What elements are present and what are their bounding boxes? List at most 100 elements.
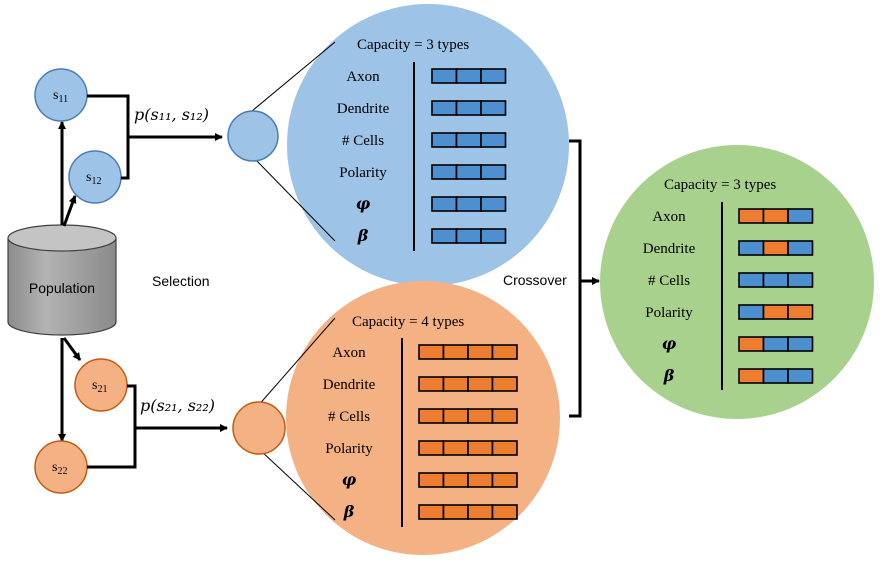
green-gene-cell-2-2 bbox=[787, 272, 814, 288]
parent-s21-label: s21 bbox=[92, 378, 107, 395]
green-gene-cell-3-2 bbox=[787, 304, 814, 320]
green-row-label-5: β bbox=[663, 366, 675, 385]
orange-capacity-title: Capacity = 4 types bbox=[352, 314, 464, 330]
orange-row-label-0: Axon bbox=[332, 345, 366, 361]
blue-row-label-0: Axon bbox=[346, 69, 380, 85]
orange-gene-cell-5-3 bbox=[491, 504, 518, 520]
green-row-label-0: Axon bbox=[652, 209, 686, 225]
blue-zoom-line-bottom bbox=[253, 157, 336, 242]
green-gene-cell-2-1 bbox=[762, 272, 789, 288]
orange-row-label-5: β bbox=[343, 502, 355, 521]
orange-gene-cell-4-2 bbox=[467, 472, 494, 488]
orange-gene-cell-2-1 bbox=[442, 408, 469, 424]
green-row-label-4: φ bbox=[662, 334, 677, 353]
orange-gene-cell-3-0 bbox=[418, 440, 445, 456]
orange-gene-cell-0-3 bbox=[491, 344, 518, 360]
blue-gene-cell-5-0 bbox=[431, 228, 458, 244]
orange-gene-cell-2-2 bbox=[467, 408, 494, 424]
orange-gene-cell-1-1 bbox=[442, 376, 469, 392]
orange-row-label-1: Dendrite bbox=[323, 377, 376, 393]
probability-blue-pair: p(s₁₁, s₁₂) bbox=[134, 105, 209, 124]
crossover-label: Crossover bbox=[503, 272, 567, 288]
orange-gene-cell-1-3 bbox=[491, 376, 518, 392]
orange-offspring-node bbox=[232, 401, 286, 455]
selection-label: Selection bbox=[152, 273, 210, 289]
green-gene-cell-1-2 bbox=[787, 240, 814, 256]
arrow-population-s21 bbox=[62, 337, 82, 361]
green-row-label-1: Dendrite bbox=[643, 241, 696, 257]
orange-row-label-3: Polarity bbox=[325, 441, 373, 457]
green-row-label-2: # Cells bbox=[648, 273, 690, 289]
green-row-label-3: Polarity bbox=[645, 305, 693, 321]
blue-offspring-node bbox=[227, 110, 279, 162]
blue-zoom-line-top bbox=[251, 41, 336, 112]
blue-gene-cell-2-2 bbox=[480, 132, 507, 148]
orange-gene-cell-4-3 bbox=[491, 472, 518, 488]
orange-gene-cell-3-3 bbox=[491, 440, 518, 456]
probability-orange-pair: p(s₂₁, s₂₂) bbox=[140, 396, 215, 415]
orange-gene-cell-2-3 bbox=[491, 408, 518, 424]
green-gene-cell-4-0 bbox=[738, 336, 765, 352]
blue-gene-cell-2-0 bbox=[431, 132, 458, 148]
blue-gene-cell-4-1 bbox=[455, 196, 482, 212]
orange-gene-cell-1-0 bbox=[418, 376, 445, 392]
blue-gene-cell-3-2 bbox=[480, 164, 507, 180]
arrow-population-s12 bbox=[62, 195, 77, 227]
orange-gene-cell-4-0 bbox=[418, 472, 445, 488]
blue-gene-cell-1-2 bbox=[480, 100, 507, 116]
orange-gene-cell-5-1 bbox=[442, 504, 469, 520]
green-gene-cell-4-2 bbox=[787, 336, 814, 352]
blue-gene-cell-4-0 bbox=[431, 196, 458, 212]
orange-gene-cell-5-2 bbox=[467, 504, 494, 520]
orange-gene-cell-0-1 bbox=[442, 344, 469, 360]
orange-row-label-4: φ bbox=[342, 470, 357, 489]
blue-gene-cell-4-2 bbox=[480, 196, 507, 212]
green-gene-cell-5-1 bbox=[762, 368, 789, 384]
orange-gene-cell-4-1 bbox=[442, 472, 469, 488]
blue-gene-cell-0-2 bbox=[480, 68, 507, 84]
parent-s12-label: s12 bbox=[86, 170, 101, 187]
green-gene-cell-0-0 bbox=[738, 208, 765, 224]
blue-gene-cell-3-0 bbox=[431, 164, 458, 180]
orange-gene-cell-2-0 bbox=[418, 408, 445, 424]
population-label: Population bbox=[29, 280, 95, 296]
blue-gene-cell-0-0 bbox=[431, 68, 458, 84]
green-gene-cell-3-0 bbox=[738, 304, 765, 320]
blue-gene-cell-5-1 bbox=[455, 228, 482, 244]
orange-row-label-2: # Cells bbox=[328, 409, 370, 425]
orange-gene-cell-5-0 bbox=[418, 504, 445, 520]
blue-row-label-5: β bbox=[357, 226, 369, 245]
orange-gene-cell-3-2 bbox=[467, 440, 494, 456]
green-gene-cell-5-0 bbox=[738, 368, 765, 384]
population-cylinder: Population bbox=[7, 224, 117, 336]
orange-gene-cell-0-2 bbox=[467, 344, 494, 360]
orange-zoom-line-top bbox=[256, 317, 336, 408]
green-gene-cell-0-2 bbox=[787, 208, 814, 224]
green-gene-cell-1-0 bbox=[738, 240, 765, 256]
green-gene-cell-2-0 bbox=[738, 272, 765, 288]
orange-gene-cell-3-1 bbox=[442, 440, 469, 456]
green-gene-cell-1-1 bbox=[762, 240, 789, 256]
blue-gene-cell-3-1 bbox=[455, 164, 482, 180]
green-gene-cell-4-1 bbox=[762, 336, 789, 352]
blue-capacity-title: Capacity = 3 types bbox=[357, 37, 469, 53]
blue-gene-cell-0-1 bbox=[455, 68, 482, 84]
blue-row-label-3: Polarity bbox=[339, 165, 387, 181]
crossover-bracket bbox=[569, 139, 582, 418]
parent-s11-label: s11 bbox=[53, 88, 68, 105]
blue-row-label-1: Dendrite bbox=[337, 101, 390, 117]
blue-gene-cell-2-1 bbox=[455, 132, 482, 148]
green-gene-cell-0-1 bbox=[762, 208, 789, 224]
blue-gene-cell-1-0 bbox=[431, 100, 458, 116]
orange-gene-cell-1-2 bbox=[467, 376, 494, 392]
parent-s22-label: s22 bbox=[52, 460, 67, 477]
orange-zoom-line-bottom bbox=[259, 449, 336, 521]
green-capacity-title: Capacity = 3 types bbox=[664, 177, 776, 193]
blue-gene-cell-1-1 bbox=[455, 100, 482, 116]
orange-gene-cell-0-0 bbox=[418, 344, 445, 360]
green-gene-cell-3-1 bbox=[762, 304, 789, 320]
blue-row-label-4: φ bbox=[356, 194, 371, 213]
